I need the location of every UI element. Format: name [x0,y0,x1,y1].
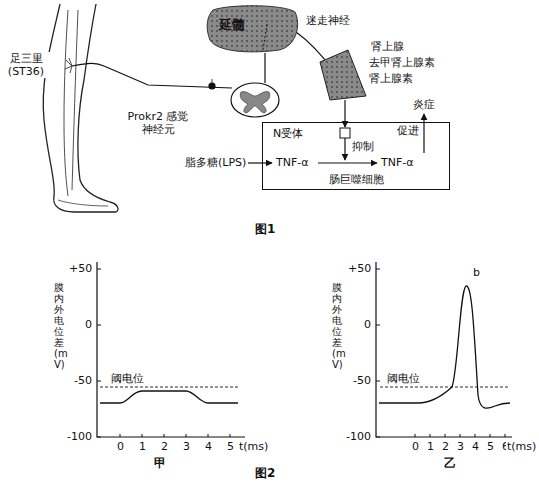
tick-label: 4 [471,440,480,453]
tick-label: 4 [204,440,213,453]
tick-label: -100 [345,430,372,443]
axis-title: t(ms) [238,440,269,453]
effect-label: 抑制 [351,140,375,153]
point-name: 足三里 (ST36) [2,52,50,78]
tick-label: 0 [411,440,420,453]
threshold-label: 阈电位 [110,372,145,385]
ascending-nerve [264,53,265,83]
cytokine-name: TNF-α [275,156,310,169]
graph-a [97,262,245,437]
inhibit-arrow [344,138,345,160]
tick-label: 1 [426,440,435,453]
graph-name: 乙 [443,456,457,470]
promote-arrow [423,114,424,153]
tick-label: +50 [347,262,372,275]
tick-label: -50 [352,374,372,387]
adrenal-gland [320,50,366,100]
outcome-label: 炎症 [412,98,436,111]
tick-label: 2 [160,440,169,453]
tick-label: 5 [486,440,495,453]
axis-title: 膜内外电位差(mV) [332,282,342,370]
receptor-square [340,128,350,138]
effect-label: 促进 [396,124,420,137]
axis-title: t(ms) [506,440,537,453]
tnf-arrow [318,162,377,163]
organ-name: 肾上腺 [370,40,405,53]
point-label: b [472,266,481,279]
medulla-region: 延髓 [205,4,300,54]
region-name: 延髓 [219,16,245,34]
tick-label: 0 [116,440,125,453]
receptor-name: N受体 [272,127,304,140]
figure-number: 图1 [254,222,276,236]
graph-b [376,262,512,437]
leg-drawing [43,4,118,212]
axis-title: 膜内外电位差(mV) [54,282,64,370]
tick-label: 5 [226,440,235,453]
tick-label: 0 [363,318,372,331]
tick-label: +50 [68,262,93,275]
tick-label: 0 [84,318,93,331]
tick-label: 2 [441,440,450,453]
box-title: 肠巨噬细胞 [263,172,449,187]
tick-label: 3 [182,440,191,453]
tick-label: -50 [73,374,93,387]
figure-number: 图2 [254,466,276,480]
stimulus-name: 脂多糖(LPS) [184,156,247,169]
tick-label: -100 [66,430,93,443]
hormone-name: 肾上腺素 [368,72,414,85]
hormone-name: 去甲肾上腺素 [368,56,436,69]
threshold-label: 阈电位 [386,372,421,385]
nerve-name: 迷走神经 [305,14,351,27]
graph-name: 甲 [153,456,167,470]
cytokine-name: TNF-α [380,156,415,169]
tick-label: 1 [138,440,147,453]
sensory-nerve [72,63,232,89]
lps-arrow [248,162,272,163]
spinal-cord [231,83,279,117]
neuron-name: Prokr2 感觉神经元 [124,110,192,136]
tick-label: 3 [456,440,465,453]
